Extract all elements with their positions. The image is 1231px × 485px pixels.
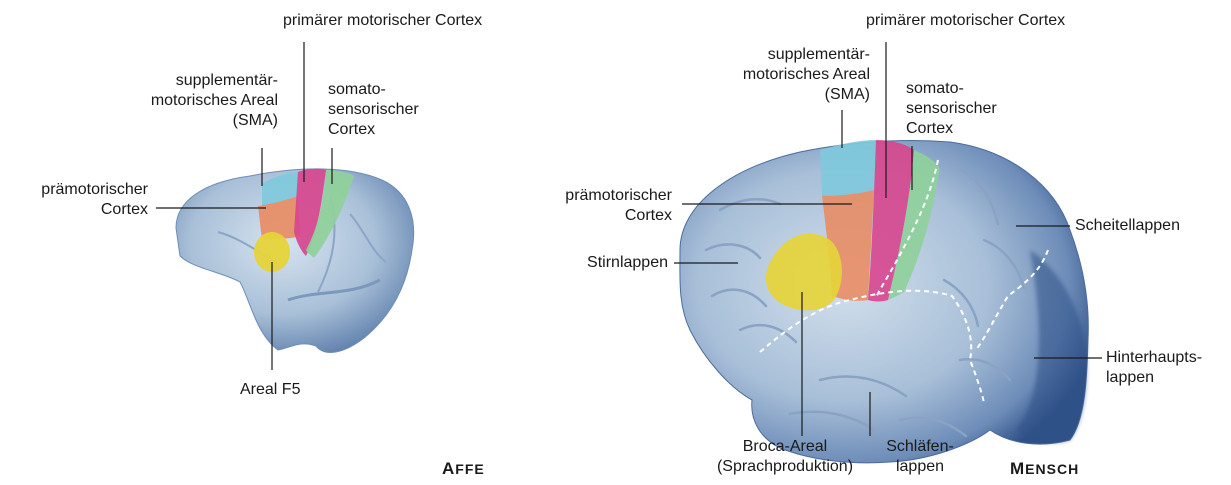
monkey-label-premotor-line2: Cortex xyxy=(6,200,148,220)
human-label-premotor: prämotorischer Cortex xyxy=(520,186,672,226)
monkey-label-somatosensory-line1: somato- xyxy=(328,80,419,100)
monkey-label-somatosensory: somato- sensorischer Cortex xyxy=(328,80,419,140)
monkey-label-sma: supplementär- motorisches Areal (SMA) xyxy=(148,71,278,131)
human-label-occipital-line1: Hinterhaupts- xyxy=(1106,348,1202,368)
human-label-occipital-lobe: Hinterhaupts- lappen xyxy=(1106,348,1202,388)
human-brain xyxy=(680,140,1088,463)
human-caption: MENSCH xyxy=(1010,459,1079,479)
monkey-brain xyxy=(176,169,414,353)
monkey-label-somatosensory-line3: Cortex xyxy=(328,120,419,140)
human-label-broca: Broca-Areal (Sprachproduktion) xyxy=(700,437,870,477)
human-label-broca-line1: Broca-Areal xyxy=(700,437,870,457)
human-label-somatosensory-line1: somato- xyxy=(906,79,997,99)
monkey-label-primary-motor: primärer motorischer Cortex xyxy=(283,11,482,31)
human-label-premotor-line1: prämotorischer xyxy=(520,186,672,206)
human-label-premotor-line2: Cortex xyxy=(520,206,672,226)
monkey-label-sma-line2: motorisches Areal xyxy=(148,91,278,111)
human-label-sma-line1: supplementär- xyxy=(720,45,870,65)
human-label-primary-motor: primärer motorischer Cortex xyxy=(866,11,1065,31)
human-label-somatosensory-line2: sensorischer xyxy=(906,99,997,119)
monkey-label-somatosensory-line2: sensorischer xyxy=(328,100,419,120)
human-label-sma-line2: motorisches Areal xyxy=(720,65,870,85)
human-sma-area xyxy=(820,140,876,196)
human-label-parietal-lobe: Scheitellappen xyxy=(1075,216,1180,236)
monkey-label-premotor-line1: prämotorischer xyxy=(6,180,148,200)
human-label-broca-line2: (Sprachproduktion) xyxy=(700,457,870,477)
monkey-caption: AFFE xyxy=(442,459,485,479)
human-label-occipital-line2: lappen xyxy=(1106,368,1202,388)
human-label-temporal-line2: lappen xyxy=(870,457,970,477)
human-label-sma: supplementär- motorisches Areal (SMA) xyxy=(720,45,870,105)
human-label-frontal-lobe: Stirnlappen xyxy=(540,253,668,273)
human-label-sma-line3: (SMA) xyxy=(720,85,870,105)
human-label-temporal-line1: Schläfen- xyxy=(870,437,970,457)
human-label-somatosensory-line3: Cortex xyxy=(906,119,997,139)
monkey-label-sma-line3: (SMA) xyxy=(148,111,278,131)
human-label-somatosensory: somato- sensorischer Cortex xyxy=(906,79,997,139)
monkey-label-sma-line1: supplementär- xyxy=(148,71,278,91)
monkey-label-area-f5: Areal F5 xyxy=(240,380,300,400)
monkey-label-premotor: prämotorischer Cortex xyxy=(6,180,148,220)
human-label-temporal-lobe: Schläfen- lappen xyxy=(870,437,970,477)
